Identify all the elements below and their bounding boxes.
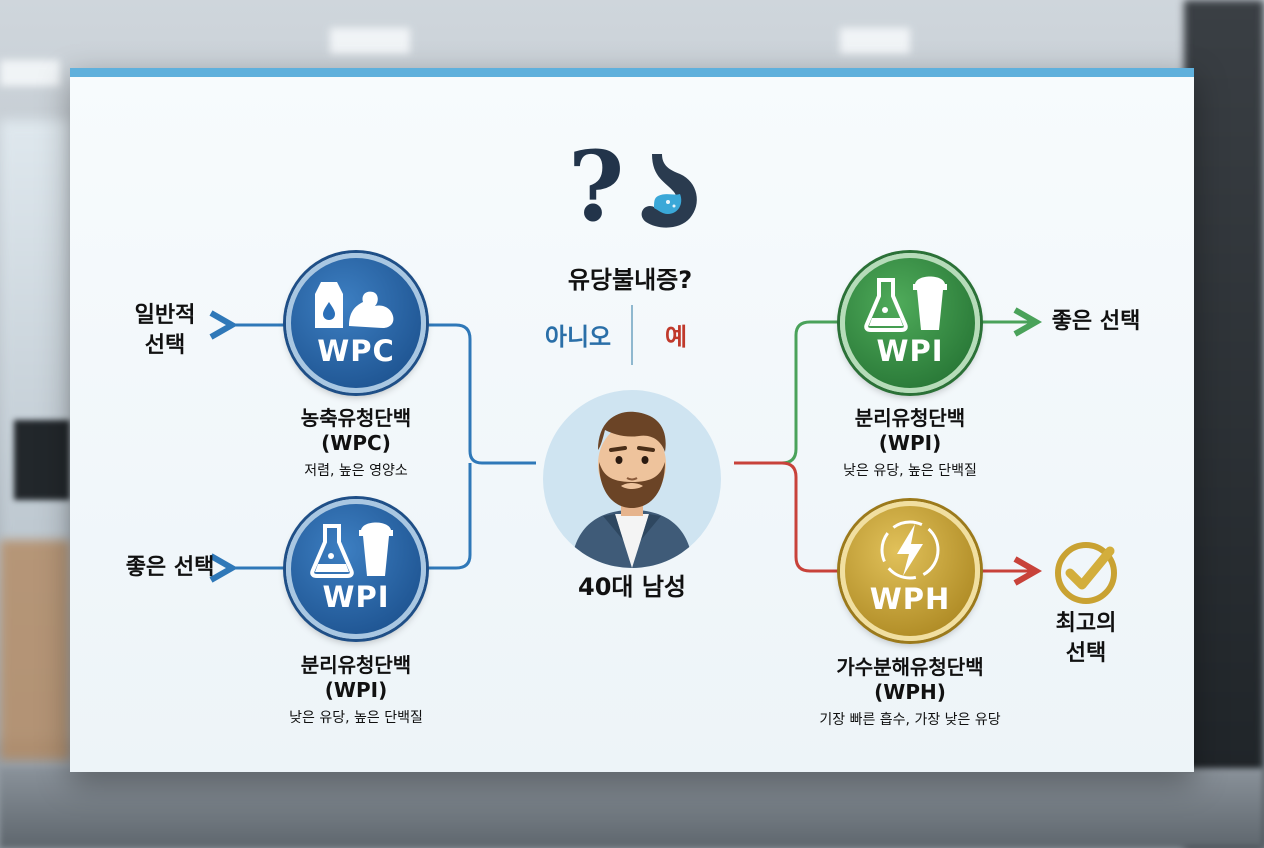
wpc-desc: 저렴, 높은 영양소 xyxy=(304,463,408,479)
wph-code: (WPH) xyxy=(874,680,946,704)
outcome-best-line1: 최고의 xyxy=(1055,611,1117,636)
wpi-right-badge: WPI xyxy=(840,253,980,393)
flask-icon xyxy=(310,524,354,578)
question-title: 유당불내증? xyxy=(567,266,693,294)
checkmark-icon xyxy=(1050,535,1124,609)
stomach-icon xyxy=(641,154,697,228)
infographic-board: ? 유당불내증? 아니오 예 40대 남성 xyxy=(70,68,1194,772)
outcome-general-line2: 선택 xyxy=(144,333,186,358)
wph-desc: 기장 빠른 흡수, 가장 낮은 유당 xyxy=(819,712,1001,728)
answer-yes-label: 예 xyxy=(664,323,688,351)
floor xyxy=(0,768,1264,848)
no-branch-line xyxy=(426,463,472,570)
question-mark-icon: ? xyxy=(568,130,624,243)
wpi-left-desc: 낮은 유당, 높은 단백질 xyxy=(289,710,423,726)
question-graphic: ? xyxy=(560,130,730,252)
outcome-good-right: 좋은 선택 xyxy=(1051,309,1141,334)
wpc-abbr: WPC xyxy=(317,334,395,368)
shake-cup-icon xyxy=(359,522,393,576)
answer-divider xyxy=(631,305,633,365)
ceiling-light xyxy=(0,60,60,86)
wpi-right-code: (WPI) xyxy=(878,431,942,455)
wpi-left-abbr: WPI xyxy=(322,580,390,614)
no-branch-line xyxy=(426,323,536,465)
outcome-general-line1: 일반적 xyxy=(134,303,196,328)
desk xyxy=(0,540,70,760)
wpi-left-badge: WPI xyxy=(286,499,426,639)
yes-branch-red-line xyxy=(734,461,838,573)
answer-no-label: 아니오 xyxy=(544,323,612,351)
ceiling-light xyxy=(330,28,410,54)
monitor xyxy=(14,420,70,500)
flask-icon xyxy=(864,278,908,332)
person-avatar xyxy=(543,390,721,568)
wpi-left-name: 분리유청단백 xyxy=(300,653,412,677)
ceiling-light xyxy=(840,28,910,54)
wpi-right-name: 분리유청단백 xyxy=(854,406,966,430)
lightning-bolt-icon xyxy=(880,520,940,580)
person-label: 40대 남성 xyxy=(578,573,686,601)
wph-name: 가수분해유청단백 xyxy=(836,655,984,679)
wpc-code: (WPC) xyxy=(321,431,391,455)
wpi-right-desc: 낮은 유당, 높은 단백질 xyxy=(843,463,977,479)
wph-abbr: WPH xyxy=(869,582,951,616)
wpi-left-code: (WPI) xyxy=(324,678,388,702)
milk-carton-icon xyxy=(315,282,343,328)
outcome-good-left: 좋은 선택 xyxy=(125,555,215,580)
muscle-arm-icon xyxy=(349,291,394,328)
svg-text:?: ? xyxy=(568,132,624,243)
outcome-best-line2: 선택 xyxy=(1065,641,1107,666)
wph-badge: WPH xyxy=(840,501,980,641)
wpi-right-abbr: WPI xyxy=(876,334,944,368)
wpc-badge: WPC xyxy=(286,253,426,393)
gym-equipment xyxy=(1184,0,1264,848)
connector-lines xyxy=(70,77,1194,772)
wpc-name: 농축유청단백 xyxy=(300,406,412,430)
shake-cup-icon xyxy=(913,276,947,330)
